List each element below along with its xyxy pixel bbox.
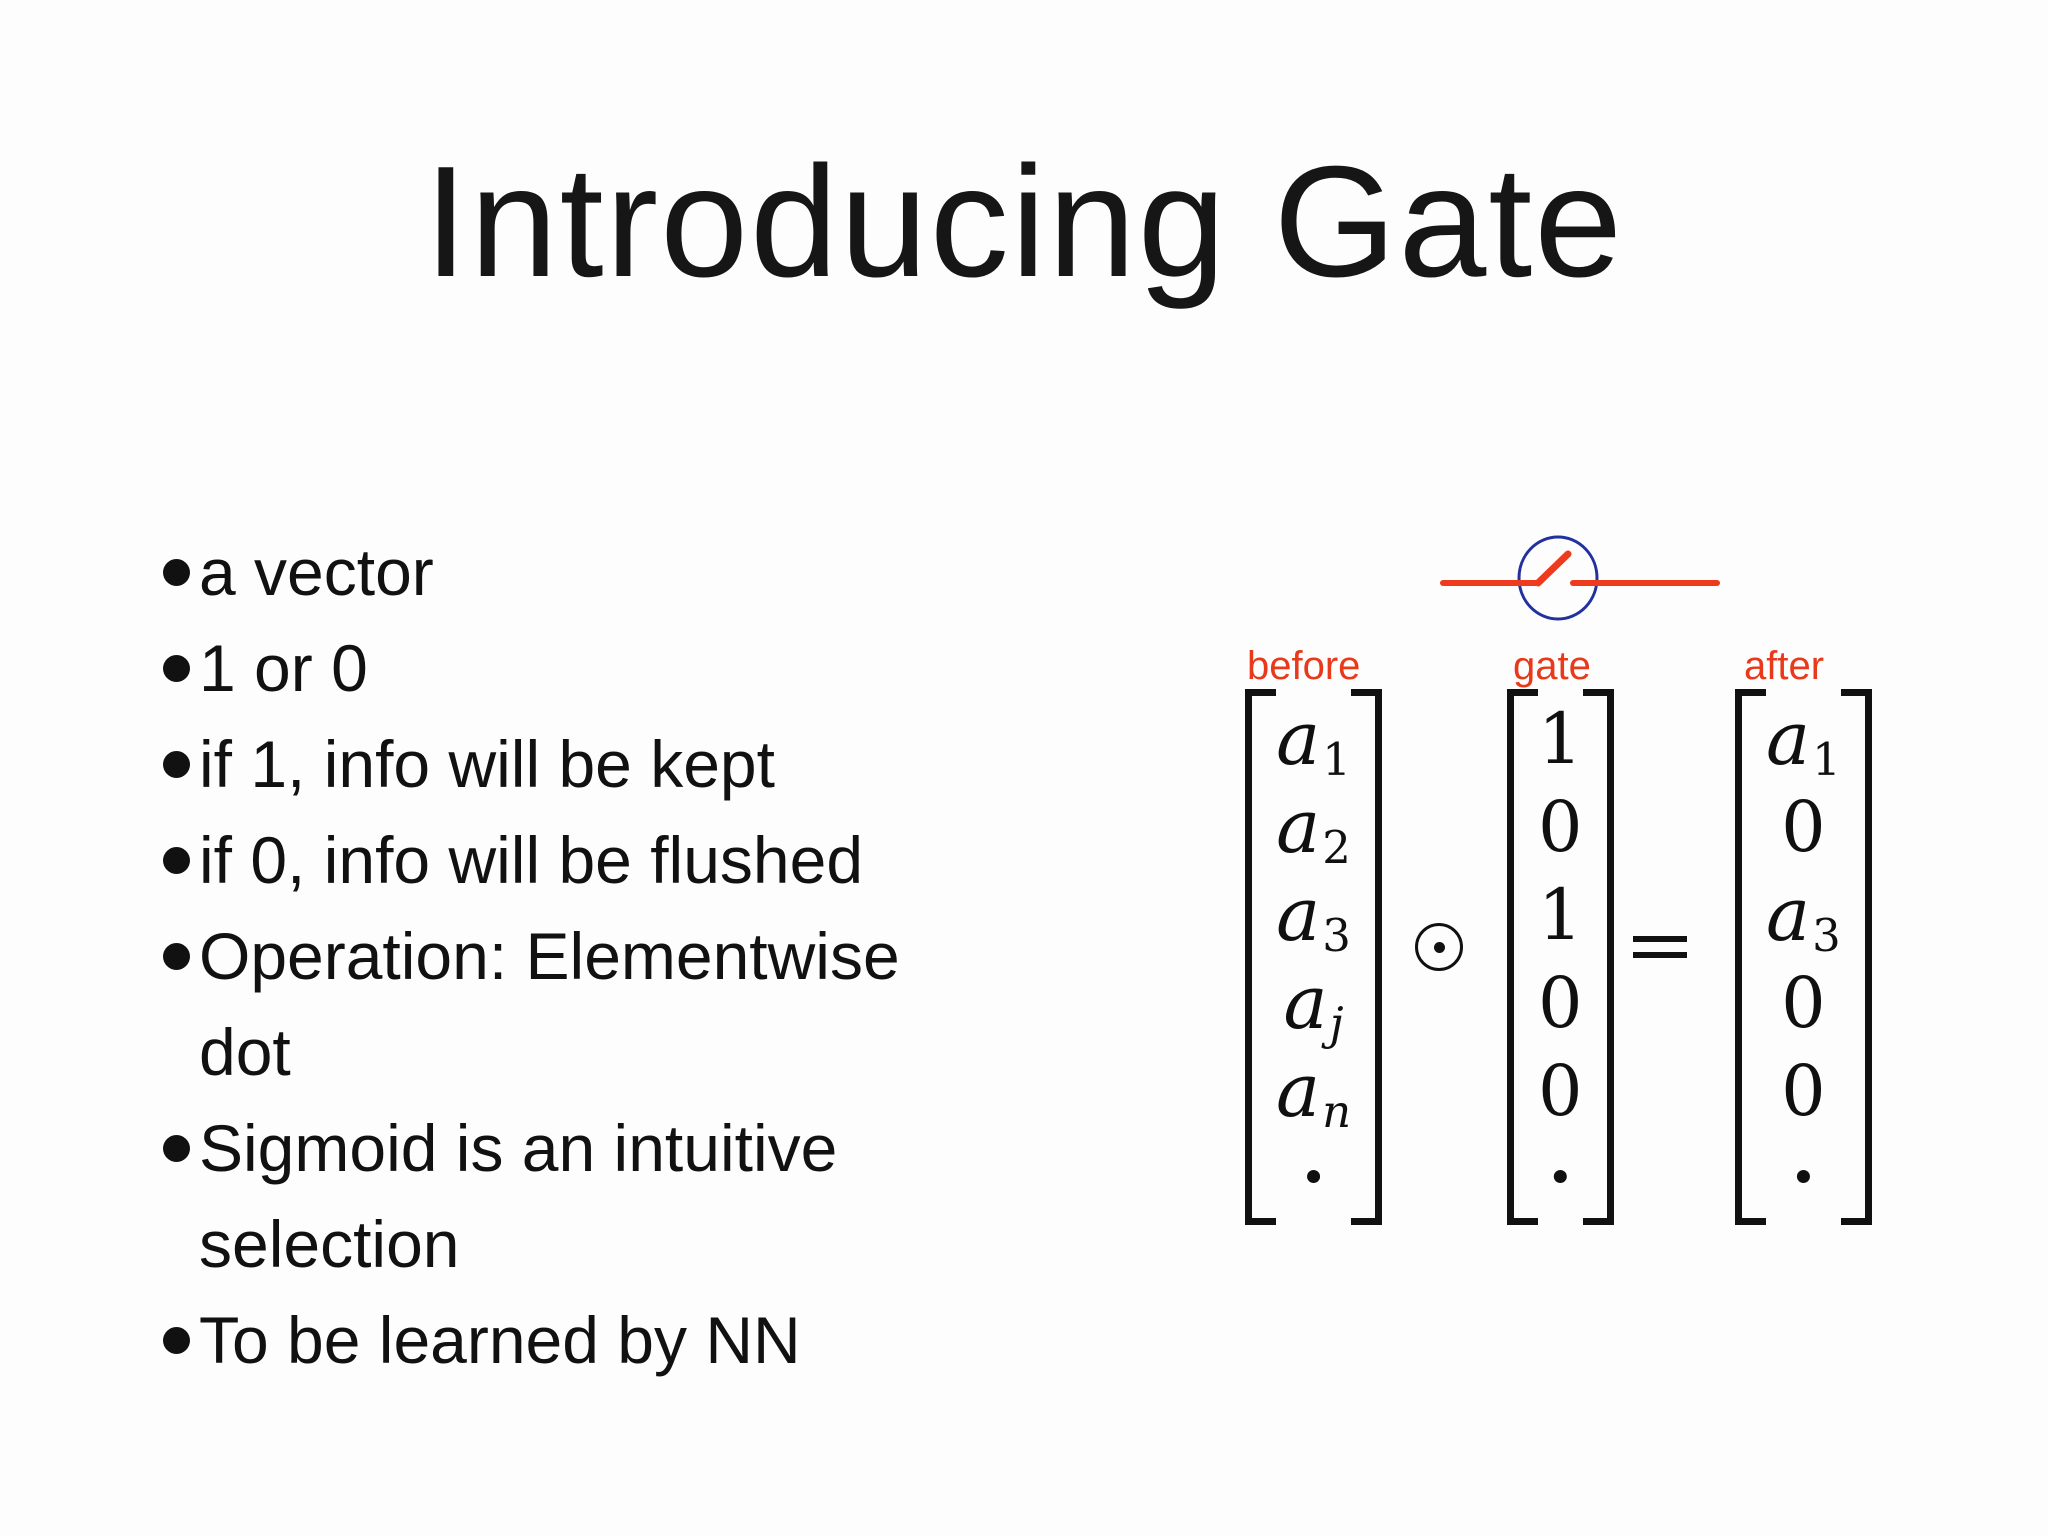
bullet-icon bbox=[163, 1327, 190, 1354]
right-bracket bbox=[1582, 689, 1614, 1225]
vector-entry: 0 bbox=[1781, 786, 1826, 868]
vector-ellipsis: · bbox=[1301, 1135, 1326, 1218]
bullet-text: 1 or 0 bbox=[199, 631, 368, 705]
bullet-text: if 0, info will be flushed bbox=[199, 823, 864, 897]
bullet-icon bbox=[163, 1135, 190, 1162]
vector-entry: 0 bbox=[1538, 786, 1583, 868]
right-bracket bbox=[1351, 689, 1383, 1225]
open-switch-icon bbox=[1440, 535, 1720, 621]
list-item: a vector bbox=[163, 524, 973, 620]
bullet-icon bbox=[163, 751, 190, 778]
bullet-text: To be learned by NN bbox=[199, 1303, 801, 1377]
list-item: if 1, info will be kept bbox=[163, 716, 973, 812]
bullet-text: if 1, info will be kept bbox=[199, 727, 775, 801]
list-item: if 0, info will be flushed bbox=[163, 812, 973, 908]
bullet-list: a vector 1 or 0 if 1, info will be kept … bbox=[163, 524, 973, 1388]
vector-ellipsis: · bbox=[1791, 1135, 1816, 1218]
bullet-text: Sigmoid is an intuitive selection bbox=[199, 1111, 838, 1281]
bullet-text: Operation: Elementwise dot bbox=[199, 919, 900, 1089]
gate-label: gate bbox=[1513, 644, 1591, 688]
bullet-icon bbox=[163, 943, 190, 970]
bullet-icon bbox=[163, 655, 190, 682]
list-item: Sigmoid is an intuitive selection bbox=[163, 1100, 973, 1292]
gate-vector: 1 0 1 0 0 · bbox=[1507, 689, 1614, 1225]
left-bracket bbox=[1507, 689, 1538, 1225]
list-item: To be learned by NN bbox=[163, 1292, 973, 1388]
slide-title: Introducing Gate bbox=[423, 134, 1625, 310]
bullet-text: a vector bbox=[199, 535, 434, 609]
vector-entry: 1 bbox=[1538, 874, 1583, 956]
odot-operator bbox=[1415, 923, 1463, 971]
vector-entry: 0 bbox=[1538, 1050, 1583, 1132]
vector-ellipsis: · bbox=[1548, 1135, 1573, 1218]
list-item: Operation: Elementwise dot bbox=[163, 908, 973, 1100]
left-bracket bbox=[1245, 689, 1276, 1225]
vector-entry: 0 bbox=[1781, 962, 1826, 1044]
left-bracket bbox=[1735, 689, 1766, 1225]
equals-operator bbox=[1633, 936, 1687, 958]
bullet-icon bbox=[163, 847, 190, 874]
right-bracket bbox=[1840, 689, 1872, 1225]
vector-entry: 1 bbox=[1538, 698, 1583, 780]
after-label: after bbox=[1744, 644, 1825, 688]
before-label: before bbox=[1247, 644, 1361, 688]
vector-entry: 0 bbox=[1781, 1050, 1826, 1132]
list-item: 1 or 0 bbox=[163, 620, 973, 716]
vector-entry: 0 bbox=[1538, 962, 1583, 1044]
bullet-icon bbox=[163, 559, 190, 586]
